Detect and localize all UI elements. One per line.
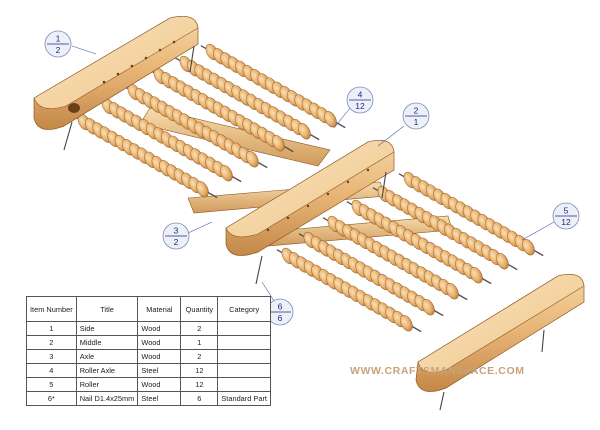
balloon-item-number: 6 [278, 302, 283, 312]
balloon-quantity: 1 [414, 117, 419, 127]
roller-disc [446, 283, 459, 300]
bom-cell-item: 5 [26, 377, 77, 392]
bom-cell-item: 1 [26, 321, 77, 336]
bom-cell-title: Roller Axle [75, 363, 139, 378]
roller-disc [298, 123, 311, 140]
balloon-item-2: 21 [402, 102, 430, 130]
bom-cell-material: Steel [137, 363, 182, 378]
bom-cell-quantity: 1 [180, 335, 219, 350]
bom-cell-quantity: 6 [180, 391, 219, 406]
leader-lines [71, 45, 555, 305]
bom-cell-quantity: 2 [180, 321, 219, 336]
roller [174, 55, 320, 141]
balloon-item-5: 512 [552, 202, 580, 230]
bom-header-item: Item Number [26, 296, 77, 322]
bom-header-material: Material [137, 296, 182, 322]
roller-group-right [276, 171, 544, 333]
balloon-item-number: 3 [174, 226, 179, 236]
bom-cell-item: 3 [26, 349, 77, 364]
roller-disc [470, 267, 483, 284]
bom-cell-item: 2 [26, 335, 77, 350]
roller-disc [272, 135, 285, 152]
balloon-quantity: 2 [174, 237, 179, 247]
roller-disc [522, 239, 535, 256]
bom-row: 3 Axle Wood 2 [26, 349, 271, 364]
bom-cell-title: Axle [75, 349, 139, 364]
roller-disc [496, 253, 509, 270]
balloon-item-number: 2 [414, 106, 419, 116]
bom-cell-material: Wood [137, 335, 182, 350]
bom-cell-title: Nail D1.4x25mm [75, 391, 139, 406]
roller-disc [220, 165, 233, 182]
watermark-text: WWW.CRAFTSMANSPACE.COM [350, 365, 525, 377]
bom-cell-material: Wood [137, 349, 182, 364]
bom-cell-material: Wood [137, 377, 182, 392]
roller-disc [324, 111, 337, 128]
bom-cell-material: Wood [137, 321, 182, 336]
bom-header-row: Item Number Title Material Quantity Cate… [26, 296, 271, 322]
roller [148, 67, 294, 153]
balloon-item-number: 5 [564, 206, 569, 216]
nails [63, 45, 545, 411]
bom-cell-item: 6* [26, 391, 77, 406]
side-part-right [415, 274, 585, 392]
roller [200, 43, 346, 129]
bom-row: 6* Nail D1.4x25mm Steel 6 Standard Part [26, 391, 271, 406]
bom-cell-title: Roller [75, 377, 139, 392]
bom-header-quantity: Quantity [180, 296, 219, 322]
balloon-item-3: 32 [162, 222, 190, 250]
bom-row: 4 Roller Axle Steel 12 [26, 363, 271, 378]
bom-cell-title: Side [75, 321, 139, 336]
roller-disc [400, 315, 413, 332]
roller [322, 215, 468, 301]
roller [398, 171, 544, 257]
roller [276, 247, 422, 333]
balloon-item-number: 1 [56, 34, 61, 44]
roller [346, 199, 492, 285]
bom-cell-quantity: 12 [180, 377, 219, 392]
side-part-left [33, 16, 199, 130]
bom-cell-quantity: 12 [180, 363, 219, 378]
balloon-item-4: 412 [346, 86, 374, 114]
bom-cell-category: Standard Part [217, 391, 271, 406]
bom-row: 1 Side Wood 2 [26, 321, 271, 336]
bom-cell-item: 4 [26, 363, 77, 378]
roller [96, 97, 242, 183]
roller [122, 83, 268, 169]
balloon-item-number: 4 [358, 90, 363, 100]
bom-header-title: Title [75, 296, 139, 322]
bom-cell-category [217, 363, 271, 378]
bom-header-category: Category [217, 296, 271, 322]
bom-cell-material: Steel [137, 391, 182, 406]
bill-of-materials-table: Item Number Title Material Quantity Cate… [26, 296, 271, 406]
roller [72, 113, 218, 199]
roller-disc [422, 299, 435, 316]
bom-cell-category [217, 321, 271, 336]
balloon-quantity: 12 [355, 101, 365, 111]
balloon-item-1: 12 [44, 30, 72, 58]
balloon-quantity: 12 [561, 217, 571, 227]
balloon-quantity: 2 [56, 45, 61, 55]
bom-cell-category [217, 335, 271, 350]
bom-row: 2 Middle Wood 1 [26, 335, 271, 350]
bom-cell-category [217, 377, 271, 392]
bom-cell-title: Middle [75, 335, 139, 350]
bom-row: 5 Roller Wood 12 [26, 377, 271, 392]
roller-disc [196, 181, 209, 198]
bom-cell-quantity: 2 [180, 349, 219, 364]
roller-group-left [72, 43, 346, 199]
roller [372, 185, 518, 271]
bom-cell-category [217, 349, 271, 364]
balloon-quantity: 6 [278, 313, 283, 323]
roller-disc [246, 151, 259, 168]
roller [298, 231, 444, 317]
middle-part [225, 140, 395, 256]
